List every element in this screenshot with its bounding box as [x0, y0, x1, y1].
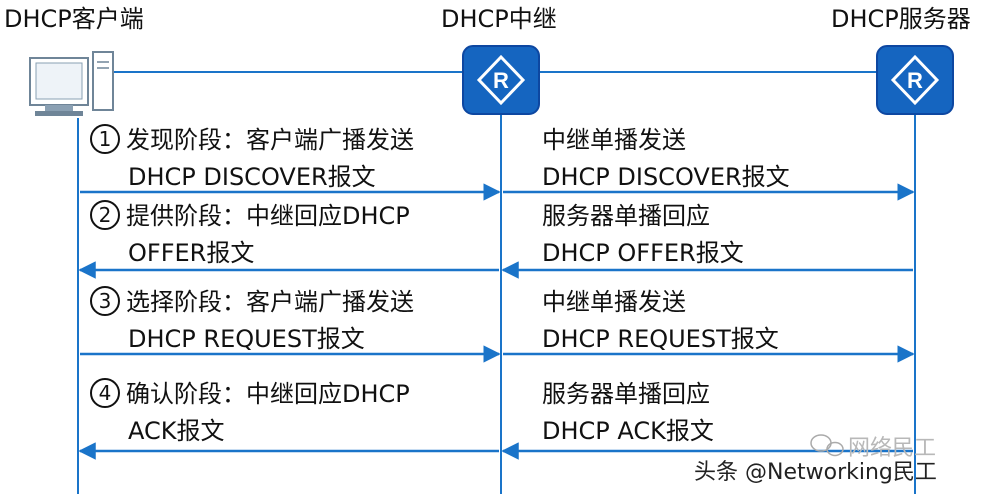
step2-right-line2: DHCP OFFER报文	[542, 239, 744, 267]
step1-left-line1: 发现阶段：客户端广播发送	[126, 126, 414, 154]
step4-left-line2: ACK报文	[128, 417, 225, 445]
relay-router-glyph: R	[493, 68, 509, 93]
step3-number: 3	[90, 286, 120, 316]
step1-left-line2: DHCP DISCOVER报文	[128, 163, 376, 191]
watermark-faint-text: 网络民工	[848, 436, 937, 461]
wechat-watermark-icon	[810, 434, 844, 457]
step2-right-line1: 服务器单播回应	[542, 202, 710, 230]
step2-left-line1: 提供阶段：中继回应DHCP	[126, 202, 410, 230]
step4-left-line1: 确认阶段：中继回应DHCP	[126, 380, 410, 408]
step2-number: 2	[90, 200, 120, 230]
step2-right-text: 服务器单播回应 DHCP OFFER报文	[542, 198, 744, 272]
watermark-main-text: 头条 @Networking民工	[694, 460, 937, 485]
step3-right-text: 中继单播发送 DHCP REQUEST报文	[542, 284, 779, 358]
step4-right-line1: 服务器单播回应	[542, 380, 710, 408]
relay-router-icon: R	[462, 45, 540, 115]
client-pc-icon	[29, 51, 114, 116]
client-label: DHCP客户端	[4, 5, 144, 33]
step4-right-text: 服务器单播回应 DHCP ACK报文	[542, 376, 714, 450]
step1-right-line2: DHCP DISCOVER报文	[542, 163, 790, 191]
server-router-icon: R	[876, 45, 954, 115]
step3-left-line2: DHCP REQUEST报文	[128, 325, 365, 353]
step1-right-line1: 中继单播发送	[542, 126, 686, 154]
step4-right-line2: DHCP ACK报文	[542, 417, 714, 445]
step3-right-line2: DHCP REQUEST报文	[542, 325, 779, 353]
step1-right-text: 中继单播发送 DHCP DISCOVER报文	[542, 122, 790, 196]
step3-left-line1: 选择阶段：客户端广播发送	[126, 288, 414, 316]
step4-number: 4	[90, 378, 120, 408]
step1-number: 1	[90, 124, 120, 154]
relay-label: DHCP中继	[441, 5, 557, 33]
server-router-glyph: R	[907, 68, 923, 93]
step2-left-line2: OFFER报文	[128, 239, 255, 267]
step3-right-line1: 中继单播发送	[542, 288, 686, 316]
server-label: DHCP服务器	[831, 5, 971, 33]
